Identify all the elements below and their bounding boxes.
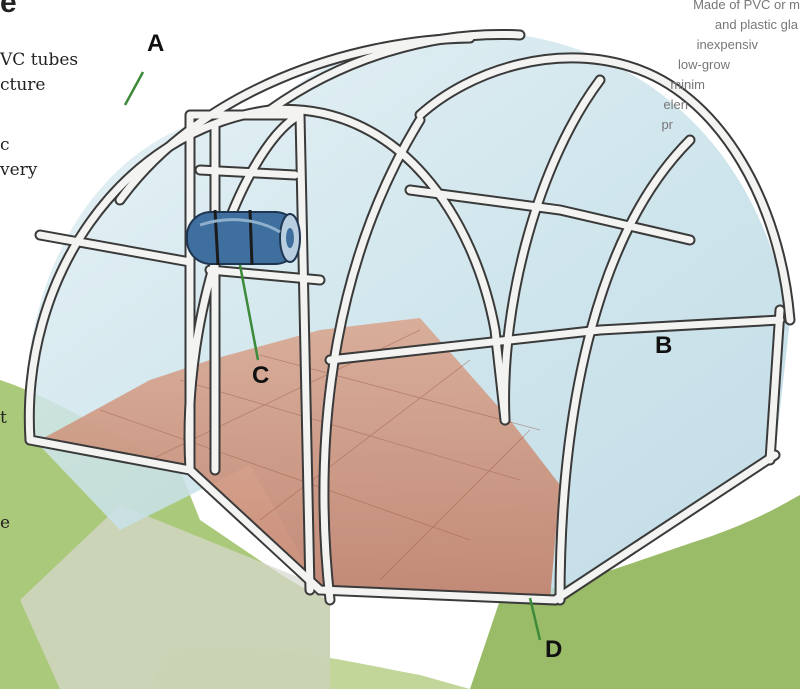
caption-fragment: pr <box>661 117 673 132</box>
caption-fragment: minim <box>670 77 705 92</box>
caption-fragment: low-grow <box>678 57 730 72</box>
caption-fragment: Made of PVC or m <box>693 0 800 12</box>
callout-b: B <box>655 332 672 360</box>
body-text-fragment: cture <box>0 75 46 95</box>
body-text-fragment: very <box>0 160 37 180</box>
body-text-fragment: t <box>0 408 7 428</box>
section-heading-fragment: e <box>0 0 17 20</box>
callout-c: C <box>252 362 269 390</box>
caption-fragment: and plastic gla <box>715 17 798 32</box>
body-text-fragment: e <box>0 513 10 533</box>
rolled-door-cover <box>187 210 300 265</box>
callout-a: A <box>147 30 164 58</box>
caption-fragment: elen <box>663 97 688 112</box>
body-text-fragment: VC tubes <box>0 50 78 70</box>
callout-d: D <box>545 636 562 664</box>
caption-fragment: inexpensiv <box>697 37 758 52</box>
body-text-fragment: c <box>0 135 10 155</box>
